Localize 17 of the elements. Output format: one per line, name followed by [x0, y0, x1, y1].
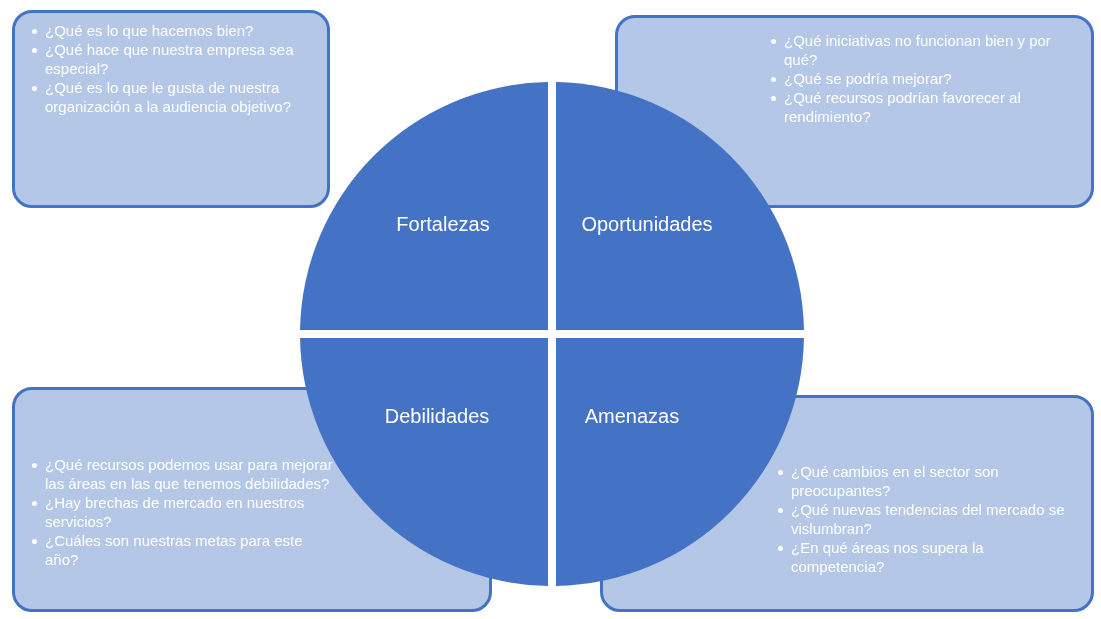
quadrant-title: Amenazas — [584, 404, 680, 428]
bullet-question: ¿En qué áreas nos supera la competencia? — [775, 538, 1075, 576]
bullet-question: ¿Qué iniciativas no funcionan bien y por qué? — [768, 31, 1068, 69]
quadrant-title: Oportunidades — [581, 212, 713, 236]
bullet-question: ¿Qué nuevas tendencias del mercado se vislumbran? — [775, 500, 1075, 538]
bullet-question: ¿Qué recursos podrían favorecer al rendimiento? — [768, 88, 1068, 126]
text-panel — [12, 10, 330, 208]
quadrant-title: Fortalezas — [396, 212, 490, 236]
bullet-question: ¿Qué se podría mejorar? — [768, 69, 1068, 88]
bullet-question: ¿Qué cambios en el sector son preocupantes? — [775, 462, 1075, 500]
bullet-question: ¿Qué es lo que hacemos bien? — [29, 21, 319, 40]
bullet-question: ¿Hay brechas de mercado en nuestros servicios? — [29, 493, 339, 531]
bullet-question: ¿Qué hace que nuestra empresa sea especial? — [29, 40, 319, 78]
bullet-question: ¿Qué recursos podemos usar para mejorar las áreas en las que tenemos debilidades? — [29, 455, 339, 493]
quadrant-title: Debilidades — [384, 404, 490, 428]
bullet-question: ¿Cuáles son nuestras metas para este año? — [29, 531, 339, 569]
bullet-question: ¿Qué es lo que le gusta de nuestra organización a la audiencia objetivo? — [29, 78, 319, 116]
